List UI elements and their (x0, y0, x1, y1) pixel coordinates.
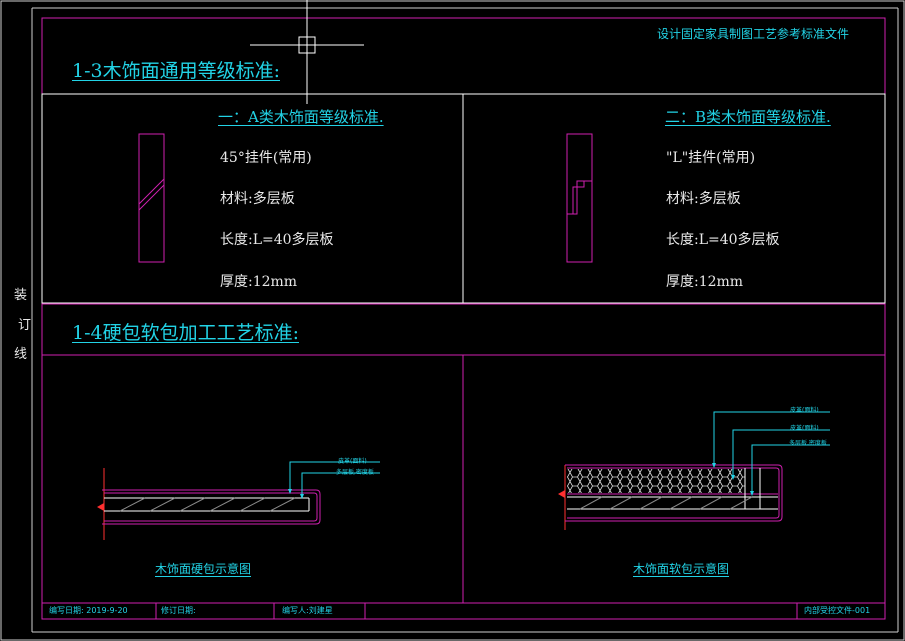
type-a-length: 长度:L=40多层板 (220, 232, 334, 248)
type-b-title: 二：B类木饰面等级标准. (665, 108, 831, 126)
crosshair-cursor (250, 0, 364, 104)
footer-code: 内部受控文件-001 (804, 606, 871, 615)
section-13-title: 1-3木饰面通用等级标准: (72, 60, 280, 82)
type-b-thickness: 厚度:12mm (666, 274, 744, 290)
type-b-length: 长度:L=40多层板 (666, 232, 780, 248)
document-title: 设计固定家具制图工艺参考标准文件 (657, 27, 850, 41)
footer-author: 编写人:刘建星 (282, 606, 333, 615)
footer-date: 编写日期: 2019-9-20 (49, 606, 128, 615)
binding-char-2: 订 (18, 318, 32, 333)
hard-pack-drawing (97, 461, 380, 540)
section-13-box (41, 93, 886, 304)
hard-label-leather: 皮革(面料) (338, 458, 367, 465)
type-a-material: 材料:多层板 (220, 191, 295, 207)
section-14-title: 1-4硬包软包加工工艺标准: (72, 322, 299, 344)
type-a-title: 一：A类木饰面等级标准. (218, 108, 384, 126)
binding-char-1: 装 (14, 288, 28, 303)
hard-label-board: 多层板,密度板 (336, 469, 374, 476)
soft-pack-drawing (558, 411, 830, 530)
type-b-material: 材料:多层板 (666, 191, 741, 207)
soft-label-leather-2: 皮革(面料) (790, 425, 819, 432)
hanger-45-drawing (138, 133, 165, 263)
binding-char-3: 线 (14, 347, 28, 362)
title-frame (41, 17, 886, 620)
soft-label-board: 多层板,密度板 (789, 440, 827, 447)
hard-pack-caption: 木饰面硬包示意图 (155, 562, 252, 576)
type-a-hanger: 45°挂件(常用) (220, 150, 312, 166)
hanger-l-drawing (566, 133, 593, 263)
type-b-hanger: "L"挂件(常用) (666, 150, 756, 166)
type-a-thickness: 厚度:12mm (220, 274, 298, 290)
soft-label-leather-1: 皮革(面料) (790, 407, 819, 414)
footer-revise: 修订日期: (161, 606, 196, 615)
soft-pack-caption: 木饰面软包示意图 (633, 562, 730, 576)
